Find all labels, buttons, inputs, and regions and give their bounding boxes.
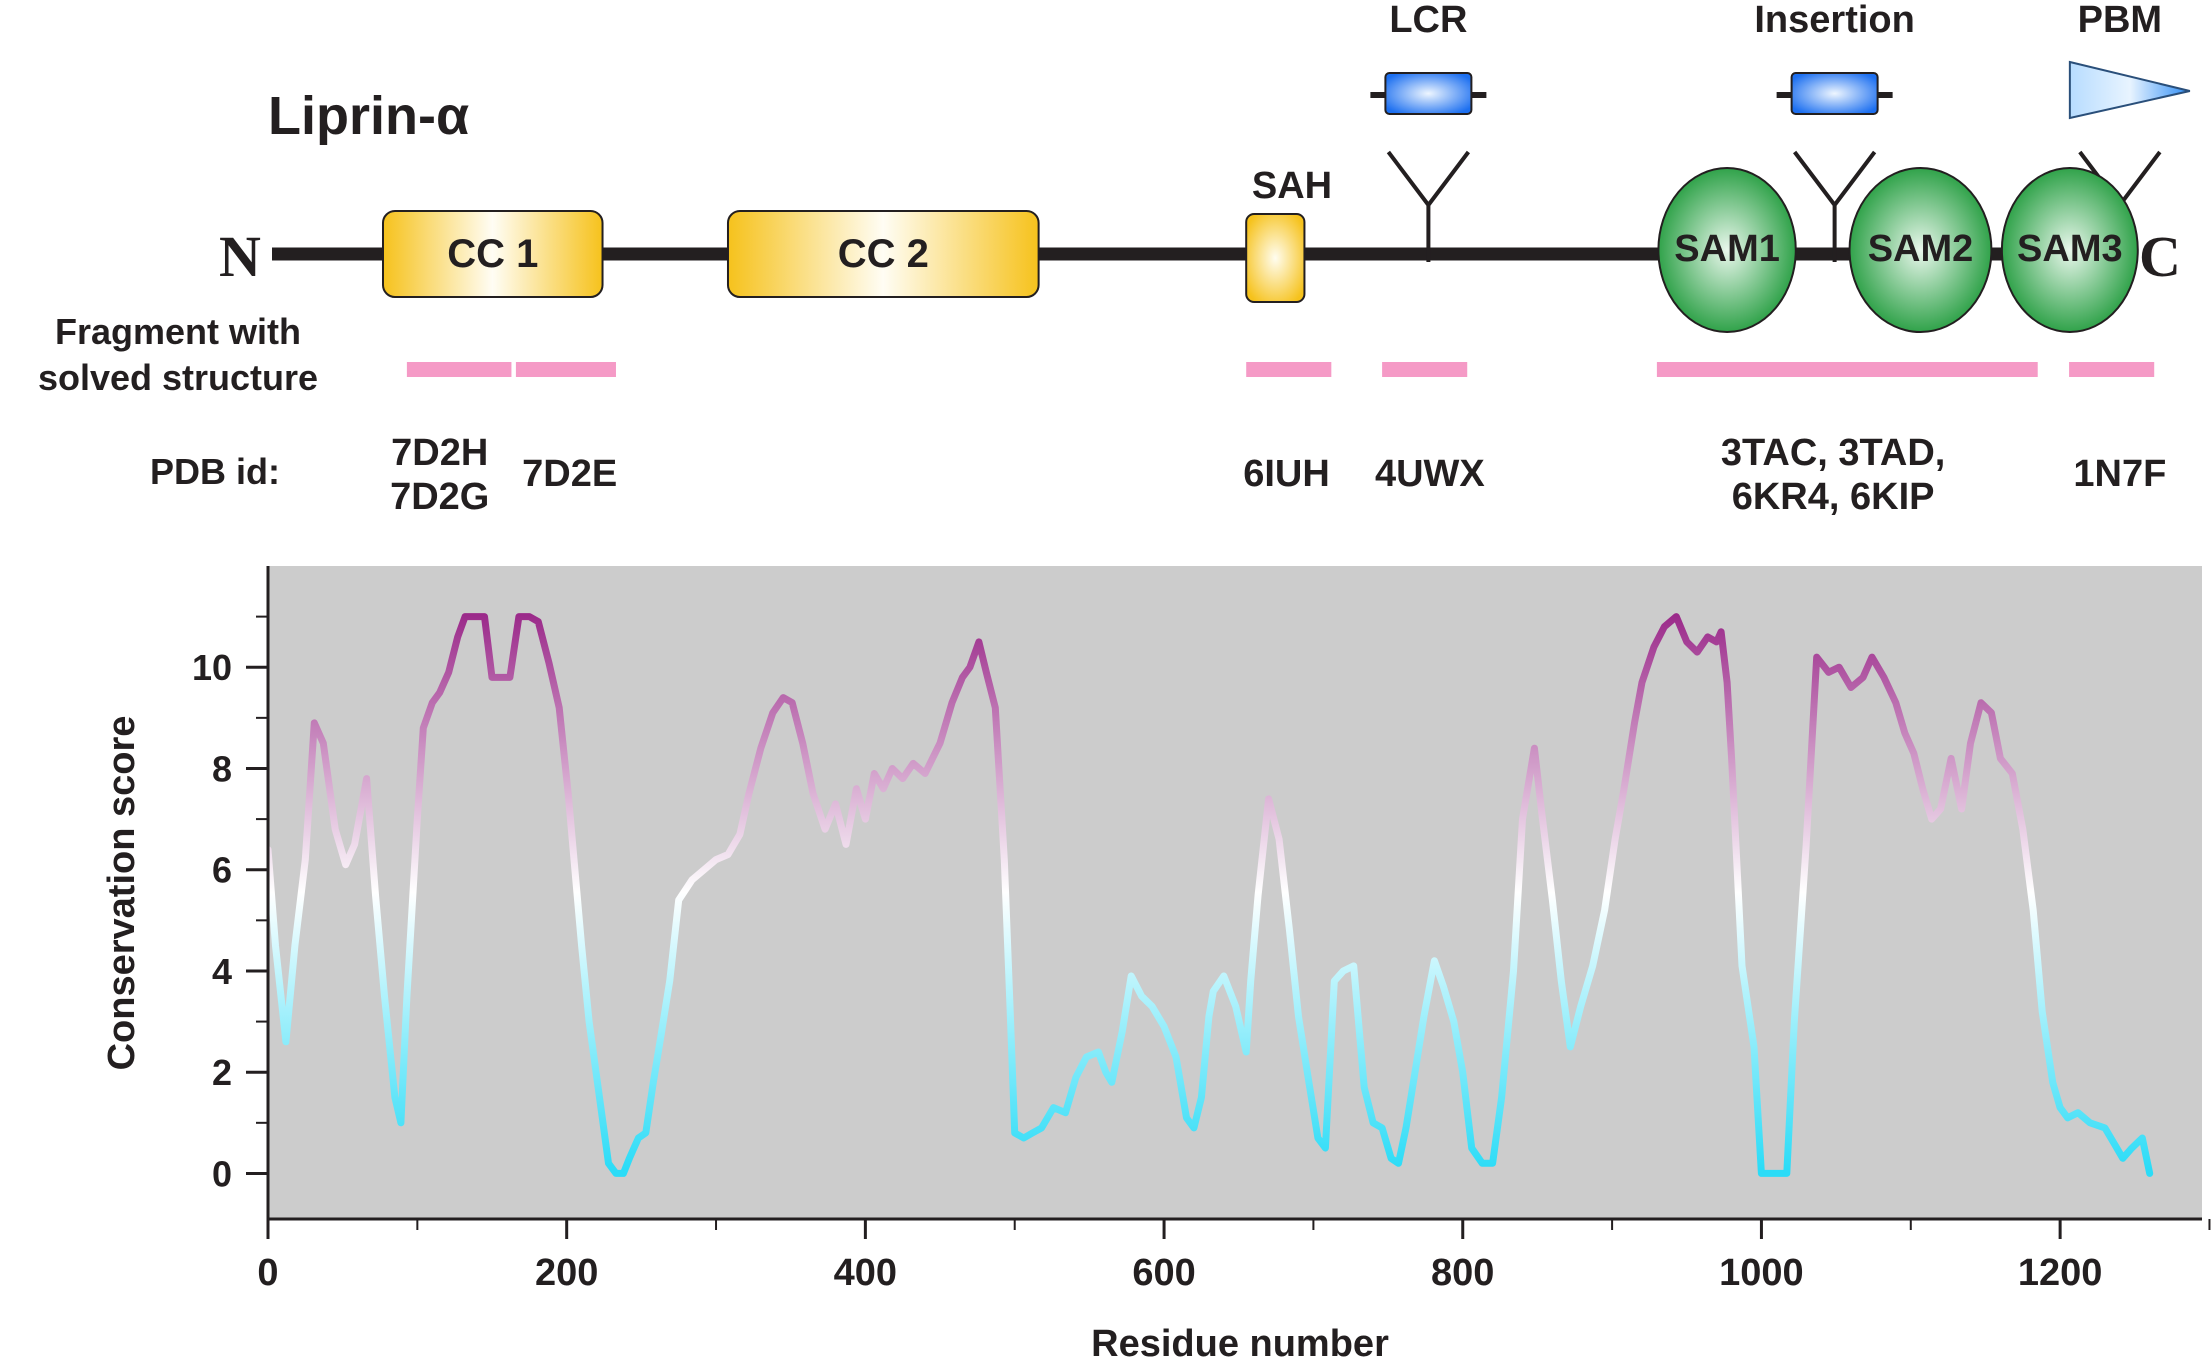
- fragment-label-line2: solved structure: [38, 357, 318, 398]
- x-tick-label: 1000: [1719, 1252, 1804, 1294]
- x-axis-label: Residue number: [1091, 1323, 1389, 1358]
- ticks: 0 2 4 6 8 10 0 200 400 600 800 1000 1200: [192, 615, 2211, 1294]
- conservation-chart: 0 2 4 6 8 10 0 200 400 600 800 1000 1200 Residue num…: [101, 566, 2211, 1358]
- x-tick-label: 200: [535, 1252, 598, 1294]
- fragment-bar: [515, 362, 616, 377]
- sam1-label: SAM1: [1674, 228, 1780, 270]
- cc2-label: CC 2: [838, 232, 929, 276]
- pbm-triangle: [2068, 60, 2191, 120]
- insertion-label: Insertion: [1754, 0, 1914, 41]
- pdb-id-label: 4UWX: [1375, 453, 1485, 495]
- lcr-connector: [1386, 150, 1470, 262]
- plot-background: [268, 566, 2202, 1219]
- sam3-label: SAM3: [2017, 228, 2123, 270]
- cc1-label: CC 1: [447, 232, 538, 276]
- protein-name: Liprin-α: [268, 86, 469, 146]
- c-terminus-label: C: [2139, 224, 2181, 289]
- domains: CC 1 CC 2 SAM1 SAM2 SAM3: [381, 167, 2139, 333]
- y-tick-label: 8: [212, 748, 232, 789]
- pdb-id-label: 6IUH: [1243, 453, 1330, 495]
- y-tick-label: 0: [212, 1153, 232, 1194]
- x-tick-label: 1200: [2018, 1252, 2103, 1294]
- fragment-bar: [1382, 362, 1468, 377]
- axes: [266, 566, 2202, 1221]
- n-terminus-label: N: [219, 224, 261, 289]
- series-layer: [268, 613, 2154, 1177]
- pdb-id-label: 7D2E: [522, 453, 617, 495]
- pdb-id-label: 6KR4, 6KIP: [1732, 476, 1935, 518]
- sam2-domain: [1848, 167, 1993, 333]
- cc1-domain: [381, 210, 604, 298]
- x-tick-label: 0: [257, 1252, 278, 1294]
- inserts: LCR Insertion PBM: [1370, 0, 2191, 262]
- lcr-label: LCR: [1389, 0, 1467, 41]
- conservation-line: [268, 613, 2154, 1177]
- sam3-domain: [2000, 167, 2139, 333]
- y-tick-label: 4: [212, 951, 232, 992]
- fragment-bar: [1246, 362, 1332, 377]
- insertion-box: [1790, 72, 1879, 115]
- sah-label: SAH: [1252, 165, 1332, 207]
- x-tick-label: 800: [1431, 1252, 1494, 1294]
- fragment-bar: [2069, 362, 2155, 377]
- y-tick-label: 6: [212, 850, 232, 891]
- lcr-box: [1384, 72, 1473, 115]
- x-tick-label: 600: [1132, 1252, 1195, 1294]
- sam2-label: SAM2: [1868, 228, 1974, 270]
- y-tick-label: 2: [212, 1052, 232, 1093]
- domain-diagram: Liprin-α N C LCR Insertion PBM CC 1 CC 2 SAM…: [38, 0, 2191, 518]
- fragment-label-line1: Fragment with: [55, 311, 301, 352]
- pdb-id-label: PDB id:: [150, 451, 280, 492]
- sah-domain: [1245, 213, 1306, 303]
- x-tick-label: 400: [834, 1252, 897, 1294]
- y-tick-label: 10: [192, 647, 232, 688]
- pdb-id-label: 7D2G: [390, 476, 489, 518]
- cc2-domain: [726, 210, 1040, 298]
- sam1-domain: [1657, 167, 1797, 333]
- insertion-connector: [1793, 150, 1877, 262]
- pbm-label: PBM: [2078, 0, 2162, 41]
- y-axis-label: Conservation score: [101, 716, 143, 1071]
- pdb-id-label: 3TAC, 3TAD,: [1721, 432, 1946, 474]
- fragments: [406, 362, 2155, 377]
- pdb-id-label: 1N7F: [2073, 453, 2166, 495]
- fragment-bar: [1656, 362, 2038, 377]
- fragment-bar: [406, 362, 512, 377]
- pdb-id-label: 7D2H: [391, 432, 488, 474]
